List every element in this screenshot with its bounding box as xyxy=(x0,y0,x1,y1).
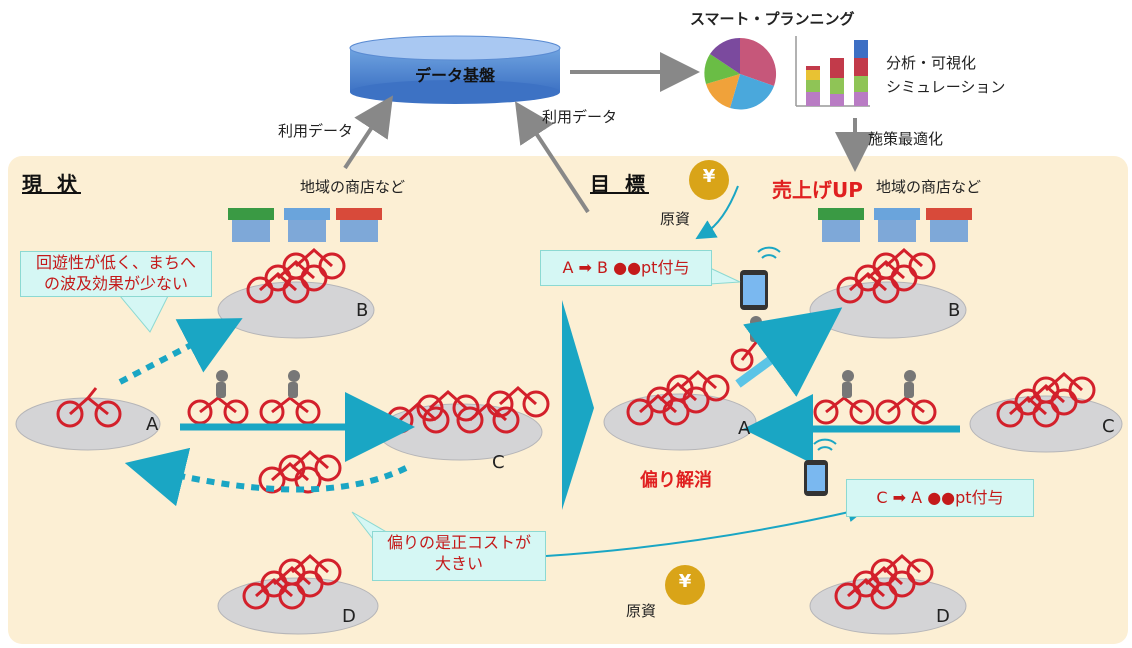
funding-label-top: 原資 xyxy=(660,210,691,228)
shop-icons xyxy=(228,208,972,242)
usage-data-arrow-left xyxy=(343,95,394,170)
target-port-c: C xyxy=(1102,416,1115,437)
callout-cost-line1: 偏りの是正コストが xyxy=(386,533,531,552)
bike-clusters xyxy=(56,247,1096,610)
target-port-a: A xyxy=(738,418,751,439)
funding-curve-top xyxy=(695,185,739,240)
transition-chevron xyxy=(562,300,594,510)
coin-top xyxy=(689,160,729,200)
imbalance-resolved-label: 偏り解消 xyxy=(640,470,712,491)
callout-circulation-line1: 回遊性が低く、まちへ xyxy=(35,253,196,272)
pie-chart-icon xyxy=(704,37,777,110)
yen-icon-top: ¥ xyxy=(702,166,716,187)
current-shops-label: 地域の商店など xyxy=(300,178,406,196)
target-shops-label: 地域の商店など xyxy=(876,178,982,196)
analysis-label-1: 分析・可視化 xyxy=(886,54,977,72)
data-platform-cylinder xyxy=(349,35,561,104)
callout-circulation-line2: の波及効果が少ない xyxy=(43,274,188,293)
usage-data-arrow-right xyxy=(514,101,590,214)
current-port-a: A xyxy=(146,414,159,435)
funding-curve-bottom xyxy=(545,502,868,557)
analysis-label-2: シミュレーション xyxy=(886,78,1006,96)
rider-bodies-current xyxy=(216,370,300,398)
flow-a-to-b-target xyxy=(735,307,843,397)
usage-data-label-right: 利用データ xyxy=(542,108,618,126)
flow-a-to-b-dashed xyxy=(118,318,243,385)
current-port-b: B xyxy=(356,300,369,321)
current-title: 現 状 xyxy=(22,172,81,196)
callout-reward-ca: C ➡ A ●●pt付与 xyxy=(846,479,1034,517)
callout-cost: 偏りの是正コストが 大きい xyxy=(372,531,546,581)
usage-data-label-left: 利用データ xyxy=(278,122,354,140)
callout-tail-reward-ab xyxy=(709,267,741,285)
data-platform-label: データ基盤 xyxy=(414,66,495,85)
bar-chart-icon xyxy=(795,36,870,107)
coin-bottom xyxy=(665,565,705,605)
smart-planning-title: スマート・プランニング xyxy=(690,10,855,28)
yen-icon-bottom: ¥ xyxy=(678,571,692,592)
callout-circulation: 回遊性が低く、まちへ の波及効果が少ない xyxy=(20,251,212,297)
callout-reward-ab: A ➡ B ●●pt付与 xyxy=(540,250,712,286)
callout-tail-circulation xyxy=(118,295,169,333)
funding-label-bottom: 原資 xyxy=(626,602,657,620)
target-port-b: B xyxy=(948,300,961,321)
current-port-d: D xyxy=(342,606,356,627)
policy-optimization-label: 施策最適化 xyxy=(868,130,944,148)
smartphone-icons xyxy=(740,246,837,496)
current-port-c: C xyxy=(492,452,505,473)
riders-current xyxy=(187,396,321,425)
flow-c-to-a-dashed xyxy=(124,447,408,507)
sales-up-label: 売上げUP xyxy=(772,178,863,202)
target-title: 目 標 xyxy=(590,172,649,196)
callout-cost-line2: 大きい xyxy=(434,554,483,573)
target-port-d: D xyxy=(936,606,950,627)
